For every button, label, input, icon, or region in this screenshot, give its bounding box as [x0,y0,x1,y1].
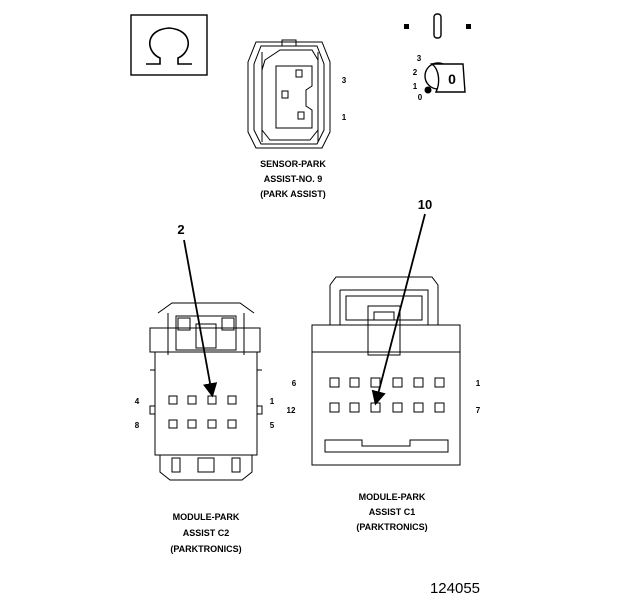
c2-label-line2: ASSIST C2 [183,528,230,538]
sensor-pin-bottom: 1 [342,113,347,122]
sensor-label-line3: (PARK ASSIST) [260,189,326,199]
c1-callout-arrow [371,213,426,406]
c2-label-line3: (PARKTRONICS) [170,544,241,554]
module-c2-connector [149,302,263,481]
module-c1-connector [311,276,461,466]
c1-label-line1: MODULE-PARK [359,492,426,502]
c1-pin-cavities [329,377,445,413]
c1-callout-number: 10 [418,197,432,212]
switch-position-1: 1 [413,82,418,91]
c2-callout-arrow [183,239,218,398]
c1-label-line2: ASSIST C1 [369,507,416,517]
c2-pin-cavities [168,395,237,429]
sensor-label-line2: ASSIST-NO. 9 [264,174,323,184]
c1-label-line3: (PARKTRONICS) [356,522,427,532]
sensor-label-line1: SENSOR-PARK [260,159,326,169]
ohm-symbol-icon [130,14,208,76]
c2-callout-number: 2 [177,222,184,237]
c2-pin-top-right: 1 [270,397,275,406]
switch-position-2: 2 [413,68,418,77]
figure-id: 124055 [430,580,480,597]
switch-knob-label: 0 [448,71,456,87]
c1-pin-top-right: 1 [476,379,481,388]
c1-pin-bottom-right: 7 [476,406,481,415]
switch-position-3: 3 [417,54,422,63]
c2-label-line1: MODULE-PARK [173,512,240,522]
c1-pin-bottom-left: 12 [287,406,296,415]
sensor-pin-top: 3 [342,76,347,85]
c2-pin-bottom-left: 8 [135,421,140,430]
c2-pin-top-left: 4 [135,397,140,406]
c2-pin-bottom-right: 5 [270,421,275,430]
ignition-switch-icon [404,13,471,94]
sensor-connector [247,39,331,149]
c1-pin-top-left: 6 [292,379,297,388]
switch-position-0: 0 [418,93,423,102]
